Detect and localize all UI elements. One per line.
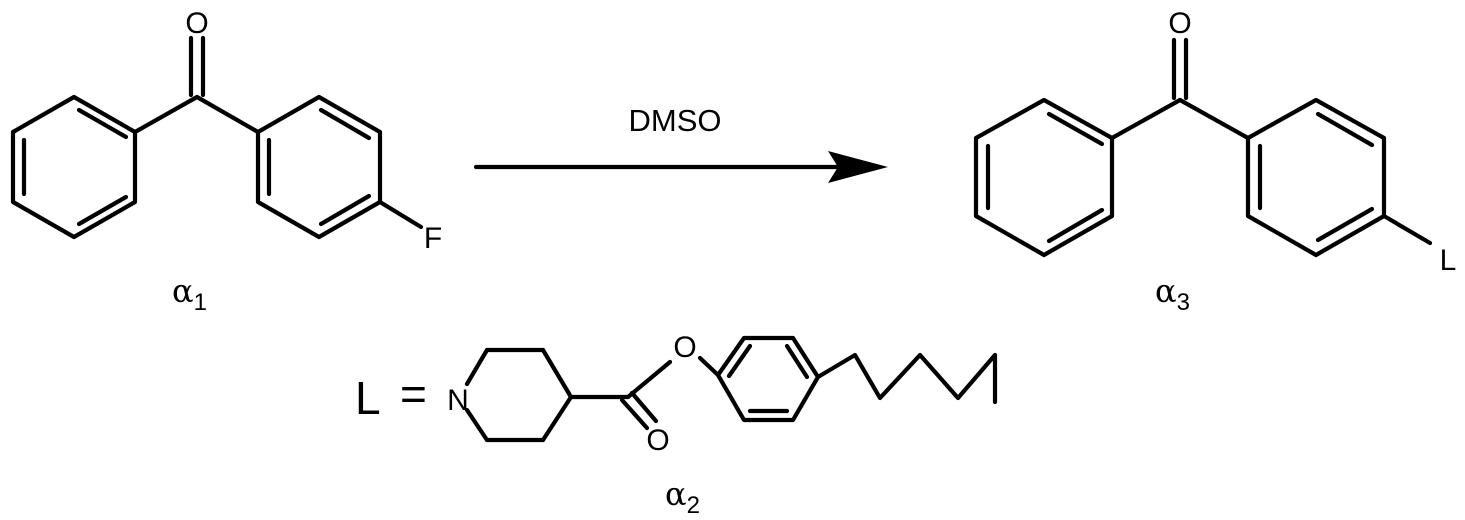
a1-fluorophenyl-ring (258, 97, 380, 237)
ester-oxygen-to-ring-bond (700, 358, 718, 375)
a3-bond-to-l (1384, 216, 1430, 243)
ester-carbonyl-oxygen: O (646, 424, 669, 457)
a3-substituted-phenyl-ring (1248, 100, 1384, 255)
compound-a2-definition: L = N O O α2 (355, 331, 995, 519)
a3-left-phenyl-ring (976, 100, 1112, 255)
a1-bond-to-fluorine (380, 202, 421, 227)
a3-compound-label: α3 (1155, 272, 1190, 316)
a1-fluorine-atom: F (424, 222, 442, 255)
l-definition-symbol: L (355, 372, 381, 424)
a3-bond-ring-to-carbonyl (1112, 100, 1180, 138)
a3-l-substituent: L (1440, 244, 1457, 277)
a3-carbonyl-oxygen: O (1168, 7, 1191, 40)
compound-a1: O F α1 (13, 7, 442, 316)
a1-compound-label: α1 (172, 272, 207, 316)
a1-bond-ring-to-carbonyl (135, 97, 197, 132)
piperidine-nitrogen: N (447, 384, 469, 417)
reaction-arrow: DMSO (476, 103, 888, 183)
piperidine-ring (467, 350, 571, 440)
a1-bond-carbonyl-to-ring (197, 97, 258, 132)
equals-sign: = (400, 368, 427, 420)
carbonyl-to-ester-oxygen-bond (628, 362, 670, 397)
a1-left-phenyl-ring (13, 97, 135, 237)
a2-phenyl-ring (718, 338, 818, 420)
pentyl-chain (818, 355, 995, 402)
a3-bond-carbonyl-to-ring (1180, 100, 1248, 138)
ester-oxygen: O (673, 331, 696, 364)
a2-compound-label: α2 (665, 475, 700, 519)
reagent-label: DMSO (629, 103, 722, 138)
a1-carbonyl-oxygen: O (185, 7, 208, 40)
compound-a3: O L α3 (976, 7, 1456, 316)
